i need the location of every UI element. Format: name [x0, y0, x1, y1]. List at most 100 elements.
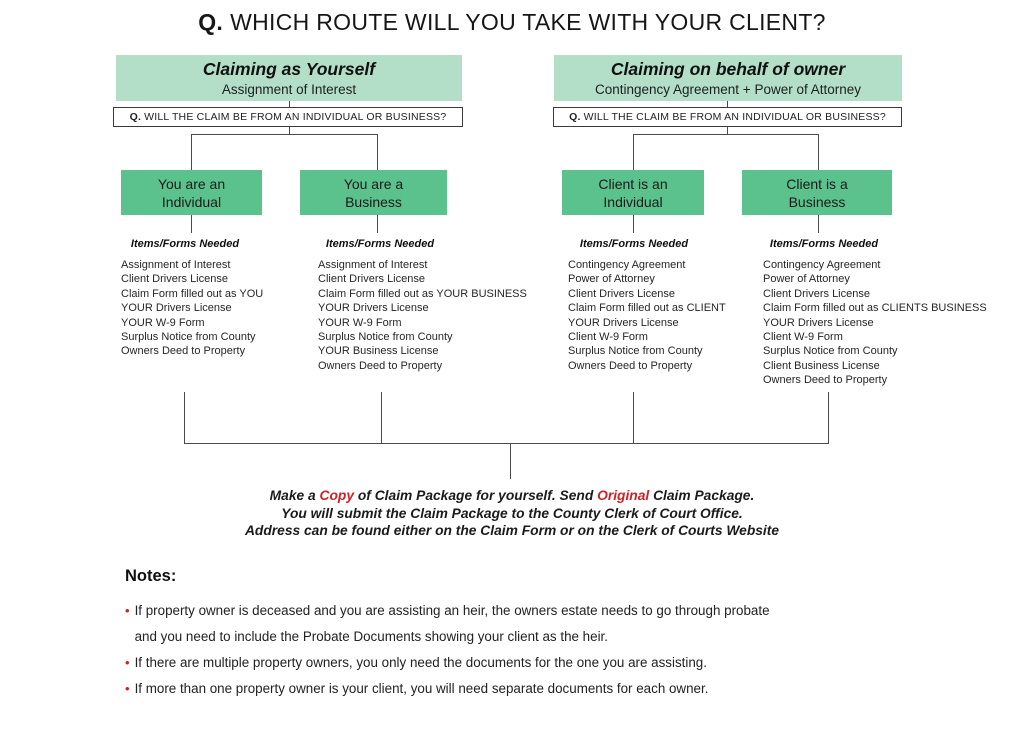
list-item: Client Drivers License: [763, 287, 870, 300]
list-item: and you need to include the Probate Docu…: [134, 629, 608, 644]
list-item: If more than one property owner is your …: [134, 681, 709, 696]
branch-title: Claiming on behalf of owner: [610, 59, 846, 79]
items-title: Items/Forms Needed: [130, 238, 240, 250]
summary-original-highlight: Original: [597, 488, 650, 503]
connector-line: [191, 134, 378, 135]
list-item: Surplus Notice from County: [318, 331, 453, 344]
summary-text: Claim Package.: [649, 488, 755, 503]
list-item: Client Drivers License: [568, 287, 675, 300]
list-item: YOUR W-9 Form: [318, 316, 402, 329]
question-text: WILL THE CLAIM BE FROM AN INDIVIDUAL OR …: [583, 111, 886, 123]
notes-heading: Notes:: [125, 567, 177, 585]
items-title: Items/Forms Needed: [325, 238, 435, 250]
list-item: Assignment of Interest: [318, 259, 428, 271]
note-bullet-row: • If more than one property owner is you…: [125, 676, 935, 702]
branch-header-yourself: Claiming as Yourself Assignment of Inter…: [116, 55, 462, 101]
list-item: Power of Attorney: [763, 273, 850, 286]
question-box-right: Q.WILL THE CLAIM BE FROM AN INDIVIDUAL O…: [553, 107, 902, 127]
question-box-left: Q.WILL THE CLAIM BE FROM AN INDIVIDUAL O…: [113, 107, 463, 127]
note-text: If more than one property owner is your …: [135, 676, 709, 702]
option-label-line2: Business: [788, 193, 846, 210]
summary-note: Make a Copy of Claim Package for yoursel…: [0, 487, 1024, 540]
option-label-line2: Individual: [161, 193, 222, 210]
connector-line: [289, 101, 290, 107]
connector-line: [191, 215, 192, 233]
summary-text: of Claim Package for yourself. Send: [354, 488, 598, 503]
title-text: WHICH ROUTE WILL YOU TAKE WITH YOUR CLIE…: [230, 9, 826, 35]
list-item: Client W-9 Form: [568, 331, 648, 344]
option-box-you-individual: You are an Individual: [121, 170, 262, 215]
list-item: Claim Form filled out as YOUR BUSINESS: [318, 287, 527, 300]
list-item: Contingency Agreement: [568, 259, 686, 271]
list-item: If property owner is deceased and you ar…: [134, 603, 770, 618]
connector-line: [377, 215, 378, 233]
items-title: Items/Forms Needed: [769, 238, 879, 250]
list-item: Owners Deed to Property: [121, 345, 246, 358]
list-item: Owners Deed to Property: [568, 359, 693, 372]
list-item: YOUR Business License: [318, 345, 439, 358]
connector-line: [184, 392, 185, 443]
question-text: WILL THE CLAIM BE FROM AN INDIVIDUAL OR …: [144, 111, 447, 123]
option-label-line2: Individual: [603, 193, 663, 210]
list-item: Client Drivers License: [121, 273, 228, 286]
connector-line: [377, 134, 378, 170]
list-item: Assignment of Interest: [121, 259, 231, 271]
option-label-line1: Client is a: [786, 175, 848, 192]
list-item: YOUR Drivers License: [318, 302, 429, 315]
list-item: YOUR W-9 Form: [121, 316, 205, 329]
connector-line: [633, 392, 634, 443]
branch-subtitle: Contingency Agreement + Power of Attorne…: [594, 82, 862, 97]
connector-line: [633, 134, 634, 170]
summary-text: Make a: [269, 488, 320, 503]
connector-line: [818, 134, 819, 170]
branch-header-behalf-of-owner: Claiming on behalf of owner Contingency …: [554, 55, 902, 101]
list-item: Client Drivers License: [318, 273, 425, 286]
summary-copy-highlight: Copy: [319, 488, 355, 503]
option-label-line1: You are a: [343, 175, 404, 192]
list-item: Surplus Notice from County: [121, 331, 256, 344]
option-box-client-business: Client is a Business: [742, 170, 892, 215]
branch-subtitle: Assignment of Interest: [221, 82, 357, 97]
option-label-line1: You are an: [157, 175, 226, 192]
bullet-icon: •: [125, 655, 130, 670]
question-q-prefix: Q.: [569, 111, 581, 123]
connector-line: [289, 127, 290, 134]
note-text: If property owner is deceased and you ar…: [135, 598, 770, 650]
option-label-line2: Business: [345, 193, 402, 210]
list-item: Owners Deed to Property: [318, 359, 443, 372]
connector-line: [191, 134, 192, 170]
list-item: Client Business License: [763, 359, 880, 372]
connector-line: [633, 215, 634, 233]
connector-line: [727, 127, 728, 134]
note-text: If there are multiple property owners, y…: [135, 650, 707, 676]
note-bullet-row: • If there are multiple property owners,…: [125, 650, 935, 676]
note-bullet-row: • If property owner is deceased and you …: [125, 598, 935, 650]
page-title: Q.WHICH ROUTE WILL YOU TAKE WITH YOUR CL…: [0, 9, 1024, 36]
connector-line: [828, 392, 829, 443]
bullet-icon: •: [125, 603, 130, 618]
list-item: Claim Form filled out as CLIENT: [568, 302, 726, 315]
option-label-line1: Client is an: [598, 175, 668, 192]
list-item: Owners Deed to Property: [763, 374, 888, 387]
list-item: YOUR Drivers License: [568, 316, 679, 329]
connector-line: [184, 443, 829, 444]
list-item: Contingency Agreement: [763, 259, 881, 271]
list-item: If there are multiple property owners, y…: [134, 655, 707, 670]
connector-line: [727, 101, 728, 107]
branch-title: Claiming as Yourself: [202, 59, 376, 79]
bullet-icon: •: [125, 681, 130, 696]
summary-line-1: Make a Copy of Claim Package for yoursel…: [0, 487, 1024, 505]
list-item: YOUR Drivers License: [121, 302, 232, 315]
summary-line-2: You will submit the Claim Package to the…: [281, 505, 743, 521]
connector-line: [381, 392, 382, 443]
option-box-you-business: You are a Business: [300, 170, 447, 215]
items-title: Items/Forms Needed: [579, 238, 689, 250]
list-item: Surplus Notice from County: [763, 345, 898, 358]
list-item: Surplus Notice from County: [568, 345, 703, 358]
list-item: Claim Form filled out as YOU: [121, 287, 264, 300]
